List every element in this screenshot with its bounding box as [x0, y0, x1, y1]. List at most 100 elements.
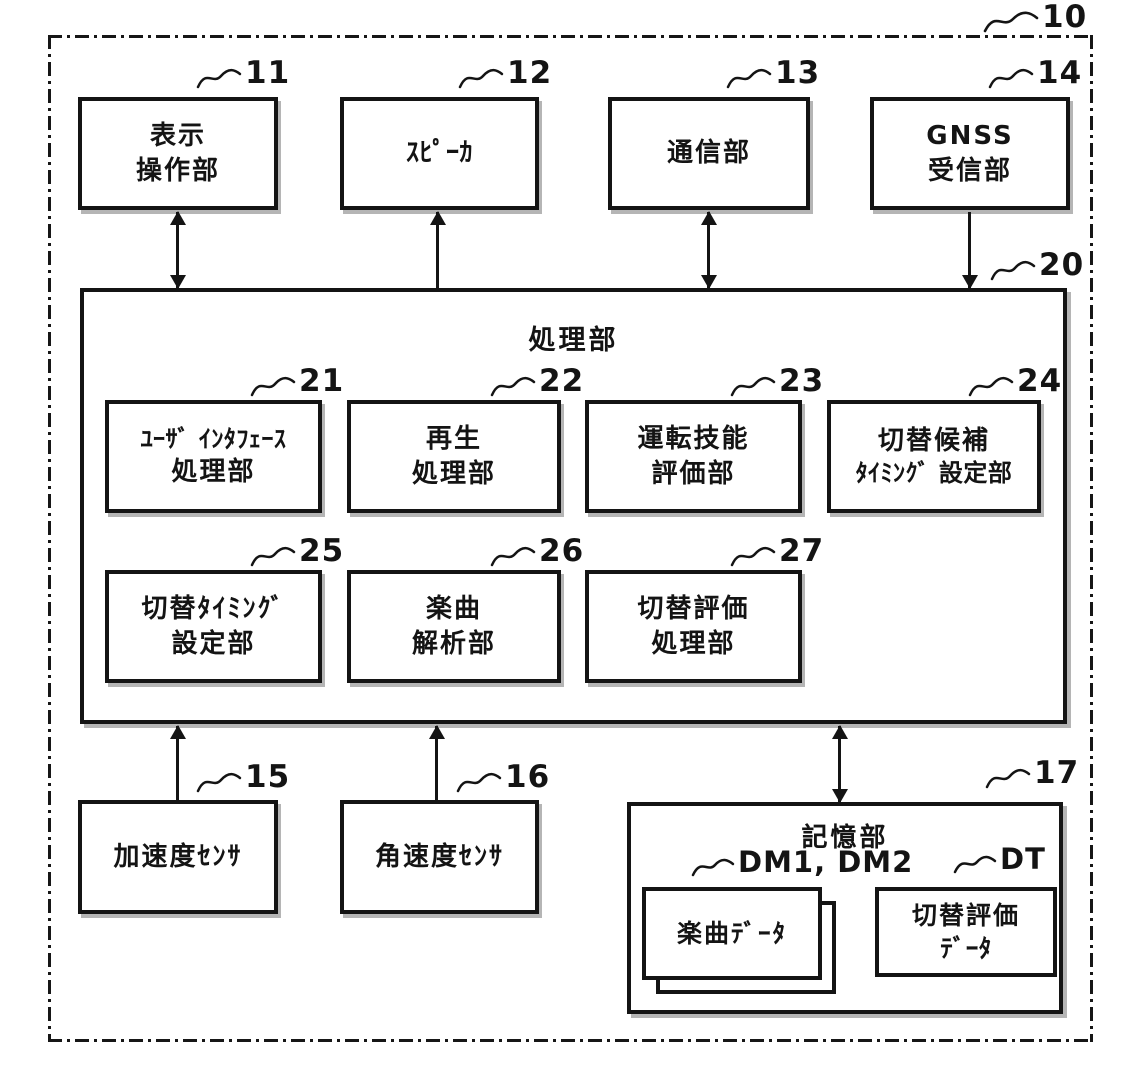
arrow-communication-processing — [707, 212, 710, 288]
ref-number: DT — [1000, 842, 1046, 876]
block-label-line: 表示 — [149, 121, 206, 152]
ref-label-20: 20 — [990, 250, 1084, 283]
block-label-line: 切替ﾀｲﾐﾝｸﾞ — [141, 594, 286, 625]
block-storage-unit — [627, 802, 1063, 1014]
tilde-squiggle — [730, 546, 776, 567]
ref-label-dm1-dm2: DM1, DM2 — [691, 848, 913, 879]
ref-number: 11 — [245, 55, 291, 91]
tilde-squiggle — [691, 858, 735, 877]
ref-number: 27 — [779, 533, 825, 569]
block-label-line: ﾃﾞｰﾀ — [940, 934, 992, 963]
block-label-line: ﾀｲﾐﾝｸﾞ 設定部 — [855, 458, 1013, 487]
ref-number: 12 — [507, 55, 553, 91]
tilde-squiggle — [196, 68, 242, 89]
block-processing-unit — [80, 288, 1067, 724]
ref-label-24: 24 — [968, 366, 1062, 399]
ref-number: 15 — [245, 759, 291, 795]
storage-unit-title: 記憶部 — [801, 823, 889, 853]
block-label-line: 楽曲ﾃﾞｰﾀ — [676, 919, 787, 948]
arrow-angular-velocity-processing — [435, 726, 438, 800]
block-speaker: ｽﾋﾟｰｶ — [340, 97, 539, 210]
block-music-analysis: 楽曲 解析部 — [347, 570, 561, 683]
tilde-squiggle — [730, 376, 776, 397]
block-label-line: 切替評価 — [637, 594, 750, 625]
block-label-line: 加速度ｾﾝｻ — [113, 841, 243, 872]
ref-label-17: 17 — [985, 758, 1079, 791]
tilde-squiggle — [490, 546, 536, 567]
block-label-line: 切替評価 — [911, 901, 1020, 930]
block-label-line: 設定部 — [171, 628, 256, 659]
ref-label-16: 16 — [456, 762, 550, 795]
tilde-squiggle — [988, 68, 1034, 89]
tilde-squiggle — [490, 376, 536, 397]
arrow-display-processing — [176, 212, 179, 288]
block-label-line: 処理部 — [651, 628, 736, 659]
block-acceleration-sensor: 加速度ｾﾝｻ — [78, 800, 278, 914]
block-label-line: ﾕｰｻﾞ ｲﾝﾀﾌｪｰｽ — [140, 424, 287, 453]
system-boundary-top — [48, 35, 1093, 38]
ref-number: 10 — [1042, 0, 1088, 35]
arrow-gnss-processing — [968, 212, 971, 288]
tilde-squiggle — [196, 772, 242, 793]
ref-number: 13 — [775, 55, 821, 91]
tilde-squiggle — [968, 376, 1014, 397]
ref-label-13: 13 — [726, 58, 820, 91]
tilde-squiggle — [458, 68, 504, 89]
block-switch-evaluation-data: 切替評価 ﾃﾞｰﾀ — [875, 887, 1057, 977]
block-label-line: 受信部 — [927, 155, 1012, 186]
tilde-squiggle — [250, 376, 296, 397]
ref-label-23: 23 — [730, 366, 824, 399]
system-boundary-bottom — [48, 1039, 1093, 1042]
ref-number: 21 — [299, 363, 345, 399]
ref-number: DM1, DM2 — [738, 845, 914, 879]
ref-label-26: 26 — [490, 536, 584, 569]
ref-number: 23 — [779, 363, 825, 399]
block-playback-processing: 再生 処理部 — [347, 400, 561, 513]
block-label-line: 処理部 — [171, 457, 256, 488]
block-label-line: 角速度ｾﾝｻ — [374, 841, 504, 872]
ref-label-21: 21 — [250, 366, 344, 399]
block-switch-timing-setting: 切替ﾀｲﾐﾝｸﾞ 設定部 — [105, 570, 322, 683]
ref-number: 26 — [539, 533, 585, 569]
ref-label-27: 27 — [730, 536, 824, 569]
block-label-line: 切替候補 — [877, 425, 990, 456]
ref-label-11: 11 — [196, 58, 290, 91]
ref-label-10: 10 — [983, 2, 1087, 35]
block-label-line: 操作部 — [135, 155, 220, 186]
block-label-line: 運転技能 — [637, 424, 750, 455]
system-boundary-right — [1090, 35, 1093, 1042]
block-display-operation: 表示 操作部 — [78, 97, 278, 210]
tilde-squiggle — [983, 11, 1039, 33]
block-label-line: 通信部 — [666, 138, 751, 169]
block-label-line: 解析部 — [411, 628, 496, 659]
block-music-data: 楽曲ﾃﾞｰﾀ — [642, 887, 822, 980]
ref-label-25: 25 — [250, 536, 344, 569]
ref-number: 24 — [1017, 363, 1063, 399]
block-communication: 通信部 — [608, 97, 810, 210]
block-user-interface-processing: ﾕｰｻﾞ ｲﾝﾀﾌｪｰｽ 処理部 — [105, 400, 322, 513]
tilde-squiggle — [250, 546, 296, 567]
block-switch-candidate-timing-setting: 切替候補 ﾀｲﾐﾝｸﾞ 設定部 — [827, 400, 1041, 513]
processing-unit-title: 処理部 — [528, 325, 619, 356]
system-boundary-left — [48, 35, 51, 1042]
ref-number: 14 — [1037, 55, 1083, 91]
block-label-line: 楽曲 — [425, 594, 482, 625]
ref-label-14: 14 — [988, 58, 1082, 91]
tilde-squiggle — [990, 260, 1036, 281]
ref-number: 22 — [539, 363, 585, 399]
ref-label-12: 12 — [458, 58, 552, 91]
ref-label-dt: DT — [953, 845, 1046, 876]
ref-label-15: 15 — [196, 762, 290, 795]
block-label-line: 評価部 — [651, 458, 736, 489]
block-label-line: 再生 — [425, 424, 482, 455]
arrow-processing-storage — [838, 726, 841, 802]
block-label-line: 処理部 — [411, 458, 496, 489]
block-gnss-receiver: GNSS 受信部 — [870, 97, 1070, 210]
tilde-squiggle — [953, 855, 997, 874]
ref-number: 20 — [1039, 247, 1085, 283]
block-switch-evaluation-processing: 切替評価 処理部 — [585, 570, 802, 683]
ref-number: 17 — [1034, 755, 1080, 791]
ref-number: 16 — [505, 759, 551, 795]
block-angular-velocity-sensor: 角速度ｾﾝｻ — [340, 800, 539, 914]
tilde-squiggle — [456, 772, 502, 793]
